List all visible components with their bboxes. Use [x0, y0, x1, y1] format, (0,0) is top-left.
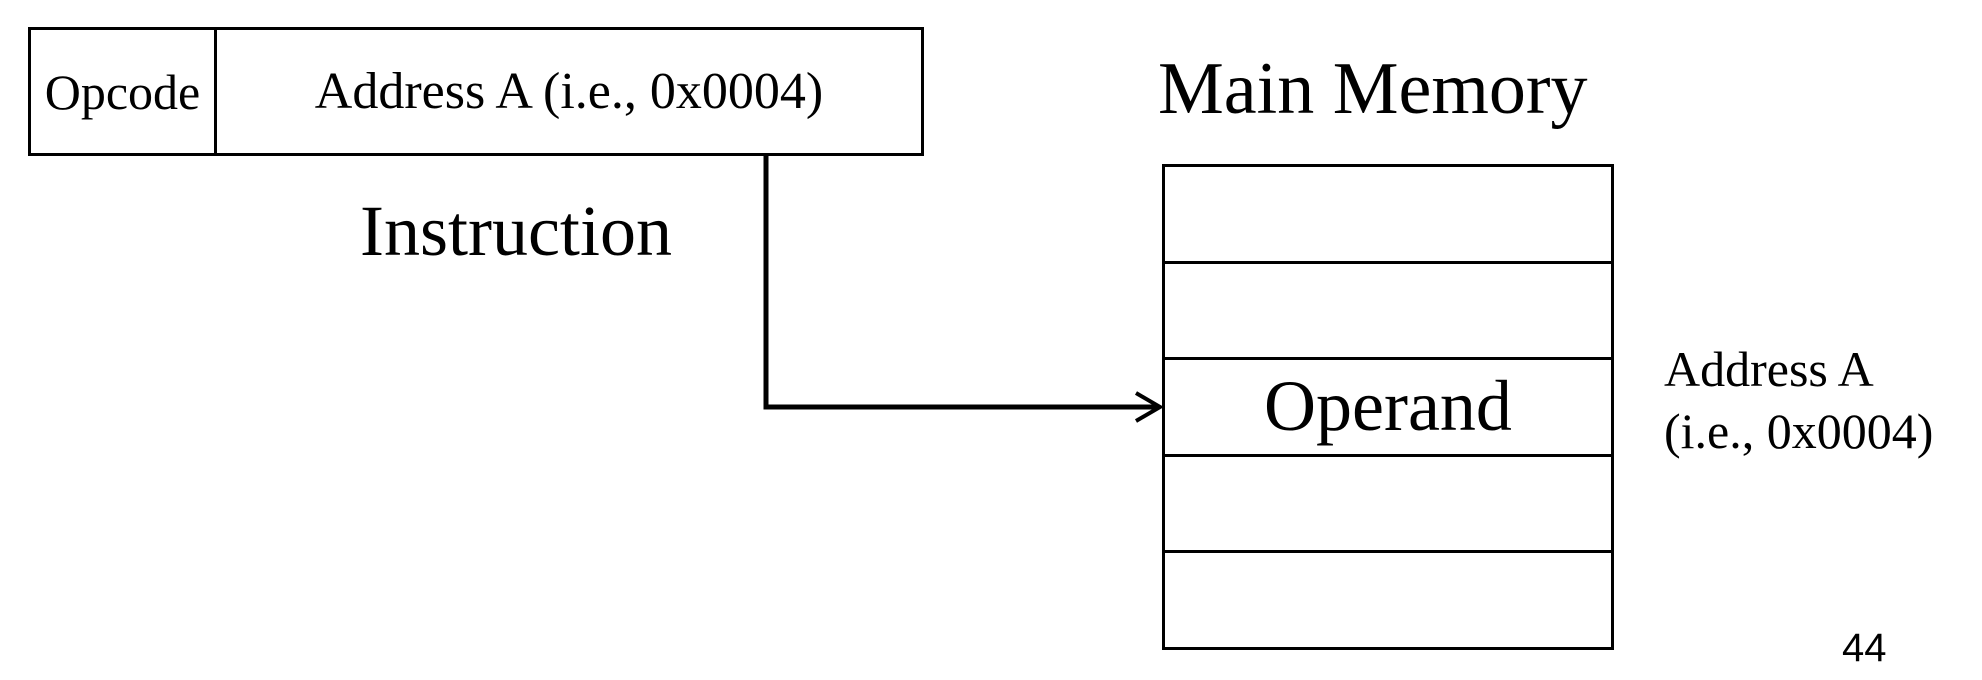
instruction-caption: Instruction: [360, 191, 672, 271]
address-field: Address A (i.e., 0x0004): [217, 30, 921, 153]
instruction-box: Opcode Address A (i.e., 0x0004): [28, 27, 924, 156]
main-memory-title: Main Memory: [1158, 48, 1588, 130]
opcode-field: Opcode: [31, 30, 217, 153]
operand-address-line2: (i.e., 0x0004): [1664, 403, 1934, 459]
pointer-line: [763, 156, 1158, 410]
arrowhead-icon: [1134, 391, 1164, 423]
memory-cell: [1165, 457, 1611, 554]
page-number: 44: [1842, 626, 1887, 670]
memory-cell-operand: Operand: [1165, 360, 1611, 457]
operand-address-label: Address A (i.e., 0x0004): [1664, 338, 1933, 462]
memory-cell: [1165, 553, 1611, 647]
address-field-label: Address A (i.e., 0x0004): [314, 63, 824, 120]
operand-address-line1: Address A: [1664, 341, 1874, 397]
memory-cell: [1165, 264, 1611, 361]
main-memory-block: Operand: [1162, 164, 1614, 650]
memory-cell: [1165, 167, 1611, 264]
opcode-label: Opcode: [44, 63, 201, 120]
